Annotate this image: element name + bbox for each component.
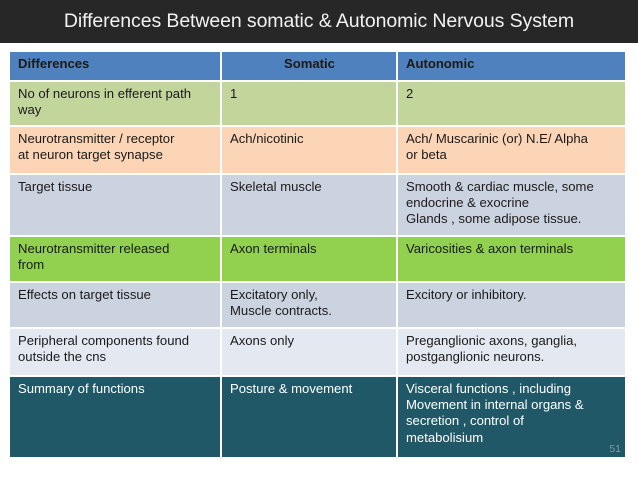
cell-line: Neurotransmitter released [18, 241, 170, 256]
cell-autonomic: Preganglionic axons, ganglia, postgangli… [398, 329, 625, 377]
cell-differences: No of neurons in efferent path way [10, 82, 222, 127]
cell-line: Target tissue [18, 179, 93, 194]
slide-title-bar: Differences Between somatic & Autonomic … [0, 0, 638, 43]
cell-line: Peripheral components found [18, 333, 190, 348]
table-row: Summary of functions Posture & movement … [10, 377, 625, 459]
cell-somatic: Excitatory only, Muscle contracts. [222, 283, 398, 329]
table-row: Neurotransmitter released from Axon term… [10, 237, 625, 283]
column-header-somatic: Somatic [222, 52, 398, 82]
cell-line: Ach/ Muscarinic (or) N.E/ Alpha [406, 131, 588, 146]
cell-line: outside the cns [18, 349, 107, 365]
cell-line: Summary of functions [18, 381, 145, 396]
cell-line: Posture & movement [230, 381, 353, 396]
cell-line: metabolisium [406, 429, 484, 445]
slide-number: 51 [609, 443, 621, 455]
cell-line: Ach/nicotinic [230, 131, 304, 146]
cell-line: secretion , control of [406, 413, 524, 429]
table-row: Peripheral components found outside the … [10, 329, 625, 377]
cell-somatic: Skeletal muscle [222, 175, 398, 237]
cell-line: Axons only [230, 333, 295, 348]
cell-line: at neuron target synapse [18, 147, 163, 163]
cell-line: Glands , some adipose tissue. [406, 211, 582, 227]
cell-line: Movement in internal organs & [406, 397, 584, 413]
cell-line: Effects on target tissue [18, 287, 151, 302]
cell-differences: Peripheral components found outside the … [10, 329, 222, 377]
cell-line: way [18, 102, 42, 118]
cell-line: Varicosities & axon terminals [406, 241, 574, 256]
cell-line: Muscle contracts. [230, 303, 332, 319]
cell-differences: Summary of functions [10, 377, 222, 459]
cell-autonomic: Varicosities & axon terminals [398, 237, 625, 283]
cell-differences: Neurotransmitter released from [10, 237, 222, 283]
column-header-autonomic: Autonomic [398, 52, 625, 82]
cell-somatic: Axon terminals [222, 237, 398, 283]
cell-line: 1 [230, 86, 238, 101]
cell-line: from [18, 257, 45, 273]
table-row: Neurotransmitter / receptor at neuron ta… [10, 127, 625, 175]
cell-autonomic: Ach/ Muscarinic (or) N.E/ Alpha or beta [398, 127, 625, 175]
cell-line: Excitory or inhibitory. [406, 287, 527, 302]
table-header: Differences Somatic Autonomic [10, 52, 625, 82]
cell-differences: Neurotransmitter / receptor at neuron ta… [10, 127, 222, 175]
cell-somatic: Posture & movement [222, 377, 398, 459]
cell-line: endocrine & exocrine [406, 195, 530, 211]
table-row: Effects on target tissue Excitatory only… [10, 283, 625, 329]
cell-line: Excitatory only, [230, 287, 318, 302]
page-title: Differences Between somatic & Autonomic … [63, 10, 575, 32]
comparison-table: Differences Somatic Autonomic No of neur… [10, 52, 625, 459]
cell-somatic: Axons only [222, 329, 398, 377]
cell-line: Preganglionic axons, ganglia, [406, 333, 578, 348]
cell-line: Skeletal muscle [230, 179, 322, 194]
table-body: No of neurons in efferent path way 1 2 N… [10, 82, 625, 459]
table-header-row: Differences Somatic Autonomic [10, 52, 625, 82]
cell-autonomic: Visceral functions , including Movement … [398, 377, 625, 459]
cell-autonomic: 2 [398, 82, 625, 127]
cell-differences: Effects on target tissue [10, 283, 222, 329]
cell-somatic: 1 [222, 82, 398, 127]
cell-line: Smooth & cardiac muscle, some [406, 179, 594, 194]
cell-somatic: Ach/nicotinic [222, 127, 398, 175]
cell-differences: Target tissue [10, 175, 222, 237]
column-header-differences: Differences [10, 52, 222, 82]
cell-line: or beta [406, 147, 447, 163]
cell-line: 2 [406, 86, 414, 101]
cell-line: Neurotransmitter / receptor [18, 131, 175, 146]
cell-line: postganglionic neurons. [406, 349, 545, 365]
table-row: Target tissue Skeletal muscle Smooth & c… [10, 175, 625, 237]
cell-line: No of neurons in efferent path [18, 86, 192, 101]
slide-body: Differences Somatic Autonomic No of neur… [0, 43, 638, 479]
cell-line: Visceral functions , including [406, 381, 571, 396]
cell-autonomic: Smooth & cardiac muscle, some endocrine … [398, 175, 625, 237]
cell-line: Axon terminals [230, 241, 317, 256]
cell-autonomic: Excitory or inhibitory. [398, 283, 625, 329]
table-row: No of neurons in efferent path way 1 2 [10, 82, 625, 127]
